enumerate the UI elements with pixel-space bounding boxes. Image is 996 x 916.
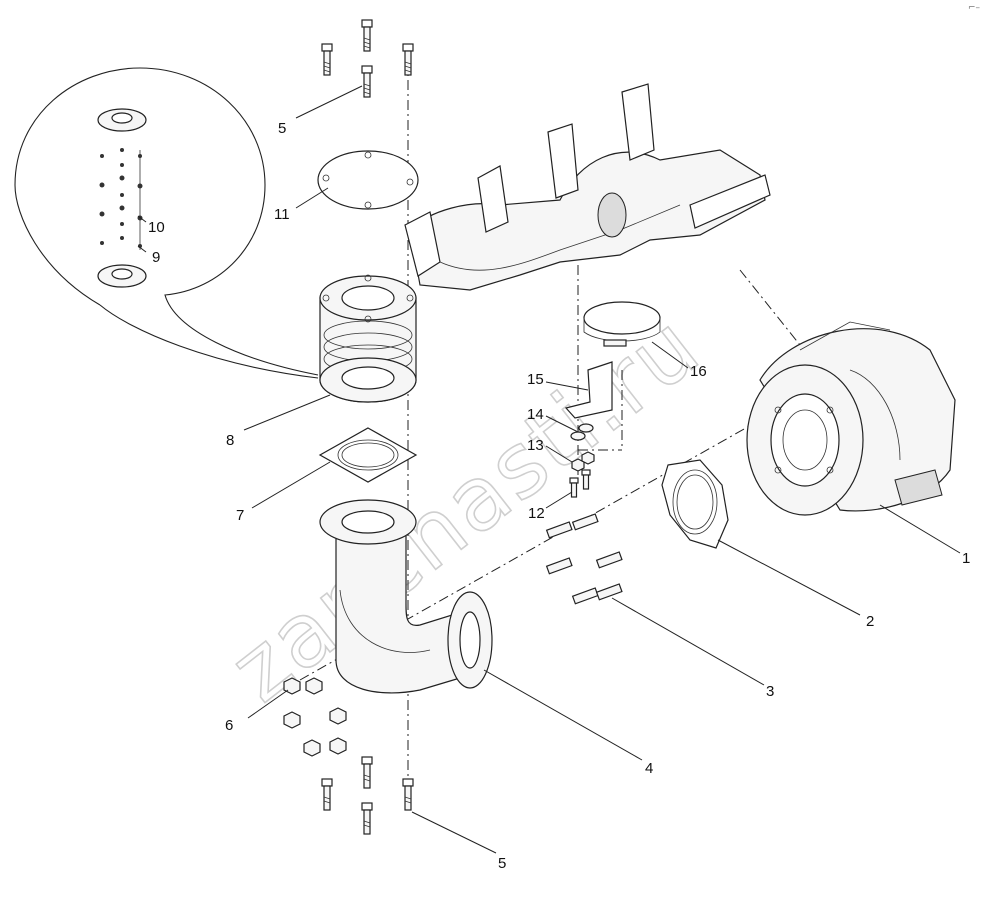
gasket-part-7 [318,427,418,483]
callout-15: 15 [527,371,544,388]
callout-10: 10 [148,219,165,236]
callout-1: 1 [962,550,970,567]
callout-6: 6 [225,717,233,734]
top-bolts-part-5 [321,19,414,98]
callout-9: 9 [152,249,160,266]
turbine-gasket-part-2 [661,459,729,549]
bottom-bolts-part-5 [321,756,414,835]
leader-lines [137,85,961,854]
cover-plate-part-11 [317,150,419,210]
bellows-compensator-part-8 [319,274,417,403]
turbocharger-part-1 [746,321,956,516]
callout-2: 2 [866,613,874,630]
callout-11: 11 [274,206,290,223]
callout-5-bottom: 5 [498,855,506,872]
callout-8: 8 [226,432,234,449]
detail-view-circle [14,67,319,379]
clamp-part-16 [583,301,661,347]
callout-16: 16 [690,363,707,380]
callout-13: 13 [527,437,544,454]
studs-part-3 [545,513,623,605]
callout-4: 4 [645,760,653,777]
callout-5-top: 5 [278,120,286,137]
callout-14: 14 [527,406,544,423]
callout-12: 12 [528,505,545,522]
exhaust-manifold [404,83,771,291]
callout-labels: 1 2 3 4 5 5 6 7 8 9 10 11 12 13 14 15 16 [148,120,970,872]
corner-mark: ⌐– [968,3,981,13]
nuts-part-6 [283,677,347,757]
callout-3: 3 [766,683,774,700]
elbow-pipe-part-4 [319,499,493,694]
bracket-part-15 [564,361,613,419]
callout-7: 7 [236,507,244,524]
washers-nuts-bolts-12-14 [569,423,595,498]
